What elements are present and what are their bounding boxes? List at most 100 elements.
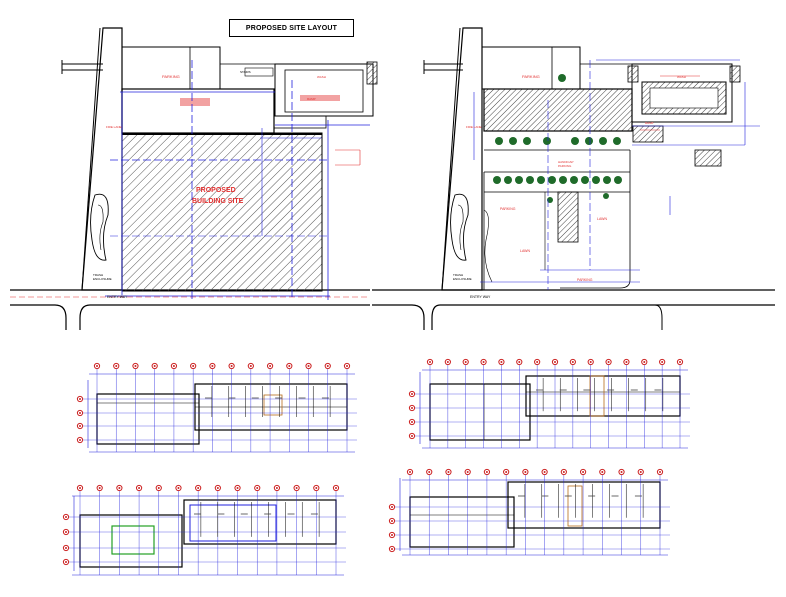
grid-bubble-dot — [295, 487, 298, 489]
grid-bubble-dot — [409, 471, 411, 473]
grid-bubble-dot — [391, 520, 393, 522]
tree-row-1 — [495, 137, 621, 145]
grid-bubble-dot — [679, 361, 681, 363]
grid-bubble-dot — [485, 471, 488, 473]
grid-bubble-dot — [346, 365, 348, 367]
floor-plan-1 — [96, 383, 348, 445]
grid-bubble-dot — [79, 412, 81, 414]
grid-bubble-dot — [411, 421, 413, 423]
proposed-building-label-2: BUILDING SITE — [192, 198, 244, 205]
grid-bubble-dot — [118, 487, 121, 489]
grid-bubble-dot — [518, 361, 521, 363]
grid-bubble-dot — [589, 361, 592, 363]
left-site-plan: PARKING STAIRS PROPOSED BUILDING SITE TR… — [10, 27, 378, 330]
grid-bubble-dot — [464, 361, 467, 363]
grid-bubble-dot — [79, 425, 81, 427]
left-ramp-label: RAMP — [307, 97, 316, 101]
grid-bubble-dot — [326, 365, 329, 367]
grid-bubble-dot — [79, 398, 81, 400]
grid-bubble-dot — [256, 487, 259, 489]
grid-bubble-dot — [562, 471, 565, 473]
grid-bubble-dot — [659, 471, 661, 473]
grid-bubble-dot — [625, 361, 628, 363]
grid-bubble-dot — [79, 487, 81, 489]
grid-bubble-dot — [269, 365, 272, 367]
grid-bubble-dot — [446, 361, 449, 363]
grid-bubble-dot — [543, 471, 546, 473]
grid-bubble-dot — [335, 487, 337, 489]
grid-bubble-dot — [639, 471, 642, 473]
right-wash-label: WASH — [677, 75, 686, 79]
grid-bubble-dot — [288, 365, 291, 367]
grid-bubble-dot — [275, 487, 278, 489]
right-parking-bottom: PARKING — [577, 278, 593, 282]
grid-bubble-dot — [79, 439, 81, 441]
grid-bubble-dot — [153, 365, 156, 367]
grid-bubble-dot — [505, 471, 508, 473]
left-wash-label: WASH — [317, 75, 326, 79]
grid-bubble-dot — [65, 561, 67, 563]
grid-bubble-dot — [571, 361, 574, 363]
grid-bubble-dot — [216, 487, 219, 489]
right-parking-mid: PARKING — [500, 207, 516, 211]
grid-bubble-dot — [115, 365, 118, 367]
grid-bubble-dot — [411, 393, 413, 395]
grid-bubble-dot — [236, 487, 239, 489]
proposed-building-label-1: PROPOSED — [196, 187, 236, 194]
grid-bubble-dot — [607, 361, 610, 363]
grid-bubble-dot — [447, 471, 450, 473]
grid-bubble-dot — [466, 471, 469, 473]
grid-bubble-dot — [411, 407, 413, 409]
grid-bubble-dot — [601, 471, 604, 473]
grid-bubble-dot — [391, 506, 393, 508]
right-fire-lane: FIRE LANE — [466, 125, 482, 129]
right-lawn-right: LAWN — [597, 217, 607, 221]
grid-bubble-dot — [157, 487, 160, 489]
floor-plan-4 — [409, 481, 661, 548]
left-entry-way: ENTRY WAY — [107, 295, 128, 299]
grid-bubble-dot — [65, 516, 67, 518]
left-stairs-label: STAIRS — [240, 70, 251, 74]
grid-bubble-dot — [249, 365, 252, 367]
grid-bubble-dot — [391, 548, 393, 550]
grid-bubble-dot — [192, 365, 195, 367]
grid-bubble-dot — [428, 471, 431, 473]
grid-bubble-dot — [138, 487, 141, 489]
grid-bubble-dot — [643, 361, 646, 363]
tree-row-2 — [493, 74, 622, 203]
grid-bubble-dot — [96, 365, 98, 367]
grid-bubble-dot — [582, 471, 585, 473]
grid-bubble-dot — [391, 534, 393, 536]
right-parking-top: PARKING — [522, 74, 540, 79]
grid-bubble-dot — [197, 487, 200, 489]
floor-plan-3 — [79, 499, 337, 568]
grid-bubble-dot — [307, 365, 310, 367]
grid-bubble-dot — [134, 365, 137, 367]
grid-bubble-dot — [211, 365, 214, 367]
right-lawn-left: LAWN — [520, 249, 530, 253]
grid-bubble-dot — [177, 487, 180, 489]
grid-bubble-dot — [620, 471, 623, 473]
grid-bubble-dot — [65, 531, 67, 533]
left-fire-lane: FIRE LANE — [106, 125, 122, 129]
drawing-title: PROPOSED SITE LAYOUT — [229, 19, 354, 37]
grid-bubble-dot — [482, 361, 485, 363]
grid-bubble-dot — [429, 361, 431, 363]
grid-bubble-dot — [554, 361, 556, 363]
right-site-plan: PARKING HANDICAP PARKING PARKING LAWN LA… — [372, 27, 775, 330]
grid-bubble-dot — [172, 365, 175, 367]
right-handicap-2: PARKING — [558, 164, 572, 168]
right-trash-label-2: ENCLOSURE — [453, 277, 472, 281]
grid-bubble-dot — [411, 435, 413, 437]
grid-bubble-dot — [230, 365, 233, 367]
grid-bubble-dot — [98, 487, 101, 489]
left-trash-label-1: TRASH — [93, 273, 103, 277]
grid-bubble-dot — [500, 361, 503, 363]
right-handicap-1: HANDICAP — [558, 160, 574, 164]
left-trash-label-2: ENCLOSURE — [93, 277, 112, 281]
grid-bubble-dot — [661, 361, 664, 363]
grid-bubble-dot — [65, 547, 67, 549]
grid-bubble-dot — [536, 361, 539, 363]
right-ramp-label: RAMP — [645, 121, 654, 125]
